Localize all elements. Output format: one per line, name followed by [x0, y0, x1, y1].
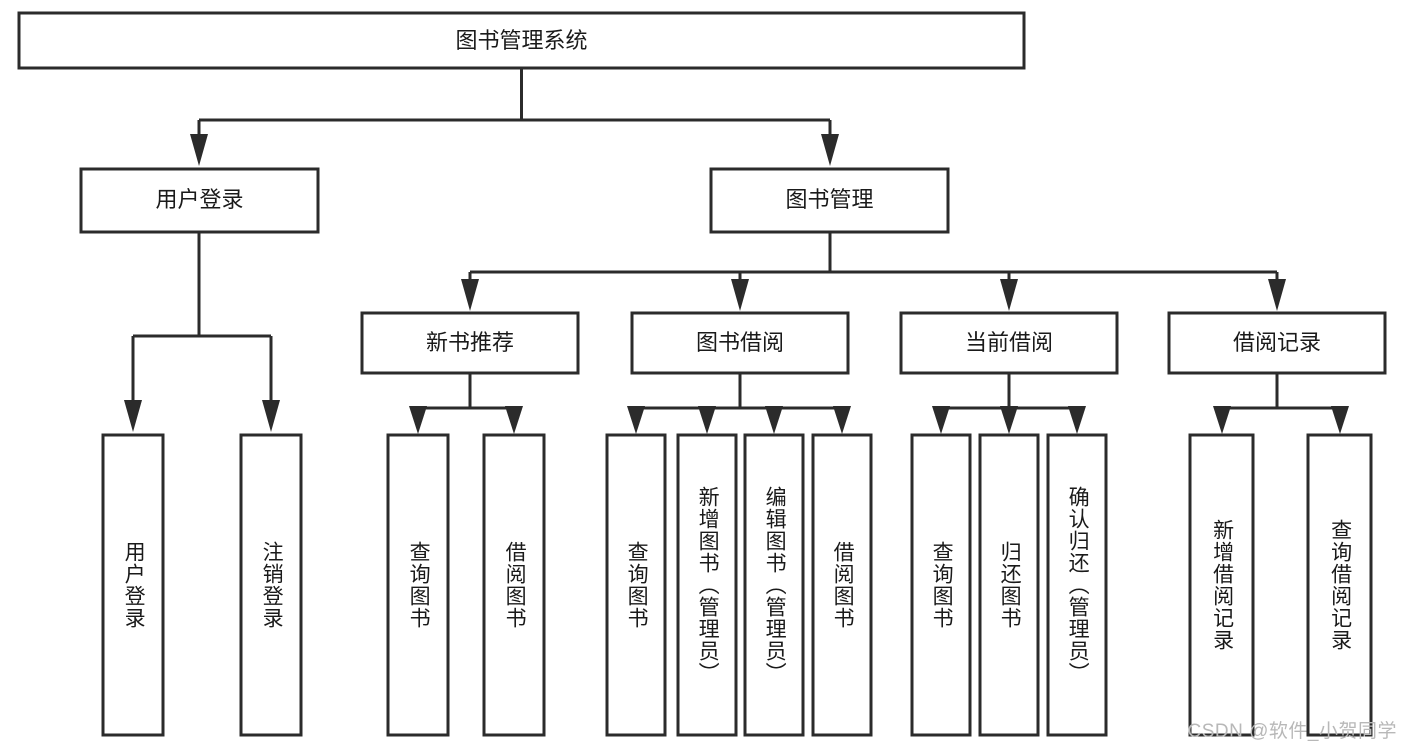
edge-group-root-to-level2 — [190, 68, 839, 166]
leaf-query-book-3-box[interactable] — [910, 433, 972, 737]
arrow-head-icon — [1000, 406, 1018, 434]
leaf-confirm-return-box[interactable] — [1046, 433, 1108, 737]
leaf-query-record-box[interactable] — [1306, 433, 1373, 737]
node-user-login-label: 用户登录 — [155, 187, 243, 212]
arrow-head-icon — [1068, 406, 1086, 434]
edge-group-current-borrow-to-leaves — [932, 373, 1086, 434]
node-book-manage[interactable]: 图书管理 — [709, 167, 950, 234]
arrow-head-icon — [505, 406, 523, 434]
node-user-login-box[interactable] — [79, 167, 320, 234]
arrow-head-icon — [1331, 406, 1349, 434]
leaf-logout-box[interactable] — [239, 433, 303, 737]
leaf-borrow-book-1-box[interactable] — [482, 433, 546, 737]
csdn-watermark: CSDN @软件_小贺同学 — [1187, 721, 1397, 742]
node-user-login[interactable]: 用户登录 — [79, 167, 320, 234]
node-book-borrow-label: 图书借阅 — [696, 330, 784, 355]
arrow-head-icon — [731, 279, 749, 311]
node-current-borrow[interactable]: 当前借阅 — [899, 311, 1119, 375]
arrow-head-icon — [1268, 279, 1286, 311]
leaf-borrow-book-2-box[interactable] — [811, 433, 873, 737]
arrow-head-icon — [124, 400, 142, 432]
arrow-head-icon — [698, 406, 716, 434]
leaf-return-book-box[interactable] — [978, 433, 1040, 737]
node-book-manage-box[interactable] — [709, 167, 950, 234]
edge-group-user-login-to-leaves — [124, 232, 280, 432]
leaf-edit-book-box[interactable] — [743, 433, 805, 737]
node-root[interactable]: 图书管理系统 — [17, 11, 1026, 70]
leaf-user-login-box[interactable] — [101, 433, 165, 737]
node-borrow-record-box[interactable] — [1167, 311, 1387, 375]
leaf-add-book-box[interactable] — [676, 433, 738, 737]
arrow-head-icon — [1213, 406, 1231, 434]
edge-group-borrow-record-to-leaves — [1213, 373, 1349, 434]
edge-group-book-borrow-to-leaves — [627, 373, 851, 434]
node-borrow-record[interactable]: 借阅记录 — [1167, 311, 1387, 375]
leaf-add-record-box[interactable] — [1188, 433, 1255, 737]
arrow-head-icon — [262, 400, 280, 432]
leaf-query-book-2-box[interactable] — [605, 433, 667, 737]
arrow-head-icon — [1000, 279, 1018, 311]
arrow-head-icon — [190, 134, 208, 166]
leaf-query-book-1-box[interactable] — [386, 433, 450, 737]
node-book-manage-label: 图书管理 — [785, 187, 873, 212]
node-new-book-recommend-label: 新书推荐 — [426, 330, 514, 355]
node-current-borrow-label: 当前借阅 — [965, 330, 1053, 355]
node-book-borrow-box[interactable] — [630, 311, 850, 375]
arrow-head-icon — [833, 406, 851, 434]
arrow-head-icon — [765, 406, 783, 434]
node-root-label: 图书管理系统 — [455, 28, 587, 53]
node-book-borrow[interactable]: 图书借阅 — [630, 311, 850, 375]
node-borrow-record-label: 借阅记录 — [1233, 330, 1321, 355]
arrow-head-icon — [821, 134, 839, 166]
arrow-head-icon — [932, 406, 950, 434]
node-current-borrow-box[interactable] — [899, 311, 1119, 375]
node-new-book-recommend[interactable]: 新书推荐 — [360, 311, 580, 375]
edge-group-book-manage-to-level3 — [461, 232, 1286, 311]
arrow-head-icon — [409, 406, 427, 434]
arrow-head-icon — [461, 279, 479, 311]
edge-group-new-book-recommend-to-leaves — [409, 373, 523, 434]
node-new-book-recommend-box[interactable] — [360, 311, 580, 375]
node-root-box[interactable] — [17, 11, 1026, 70]
arrow-head-icon — [627, 406, 645, 434]
